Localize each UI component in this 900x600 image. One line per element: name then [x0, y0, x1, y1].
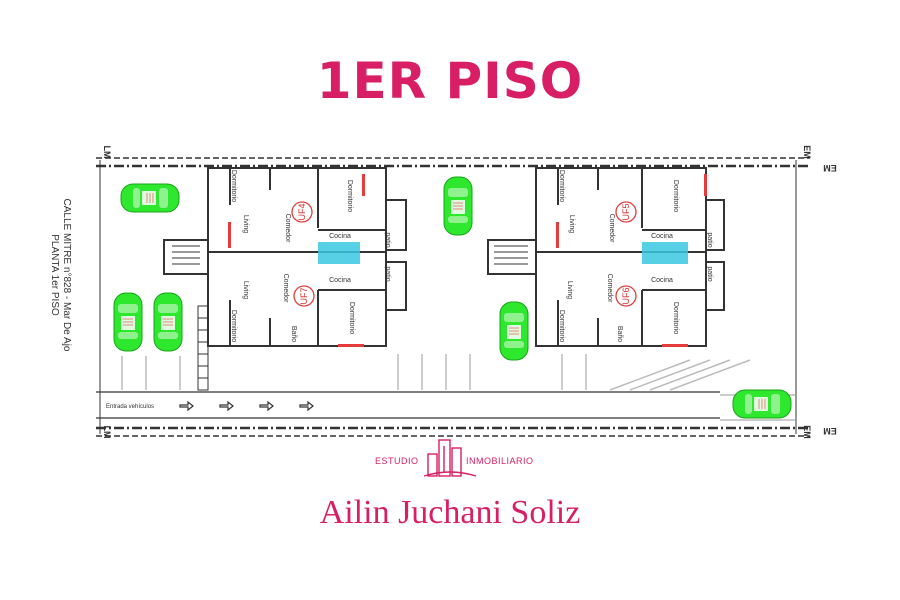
room-label: Dormitorio [230, 310, 237, 342]
em-mark: EM [823, 426, 837, 436]
room-label: Living [568, 215, 575, 233]
lot-lines [96, 157, 810, 437]
room-label: Dormitorio [230, 170, 237, 202]
em-mark: EM [802, 145, 812, 159]
room-label: Dormitorio [672, 180, 679, 212]
page-title: 1ER PISO [316, 52, 584, 110]
lm-mark: LM [102, 426, 112, 439]
room-label: patio [706, 232, 713, 247]
lm-mark: LM [102, 146, 112, 159]
parking-stripes [121, 354, 795, 421]
room-label: Living [566, 281, 573, 299]
em-mark: EM [802, 425, 812, 439]
room-label: Comedor [284, 214, 291, 243]
room-label: Cocina [329, 233, 351, 240]
room-label: patio [384, 232, 391, 247]
room-label: patio [706, 266, 713, 281]
unit-label: UF7 [299, 287, 309, 304]
stair-steps [197, 305, 209, 391]
room-label: Baño [290, 326, 297, 342]
street-caption: PLANTA 1er PISO [49, 234, 60, 316]
entrance-label: Entrada vehículos [106, 404, 154, 410]
brand-name: Ailin Juchani Soliz [319, 494, 581, 531]
street-caption: CALLE MITRE n°828 - Mar De Ajo [61, 199, 72, 352]
room-label: Baño [616, 326, 623, 342]
room-label: Cocina [651, 277, 673, 284]
building-left [163, 167, 407, 347]
entrance-arrows [179, 400, 314, 412]
room-label: Living [242, 281, 249, 299]
car-icon [120, 183, 180, 213]
unit-label: UF4 [297, 203, 307, 220]
room-label: Dormitorio [348, 302, 355, 334]
room-label: Comedor [282, 274, 289, 303]
car-icon [153, 292, 183, 352]
room-label: Dormitorio [672, 302, 679, 334]
unit-label: UF6 [621, 287, 631, 304]
car-icon [732, 389, 792, 419]
em-mark: EM [823, 163, 837, 173]
car-icon [499, 301, 529, 361]
room-label: Living [242, 215, 249, 233]
room-label: patio [384, 266, 391, 281]
brand-left-word: ESTUDIO [375, 456, 419, 466]
room-label: Cocina [651, 233, 673, 240]
room-label: Comedor [606, 274, 613, 303]
room-label: Cocina [329, 277, 351, 284]
room-label: Dormitorio [558, 310, 565, 342]
unit-label: UF5 [621, 203, 631, 220]
car-icon [443, 176, 473, 236]
room-label: Comedor [608, 214, 615, 243]
car-icon [113, 292, 143, 352]
room-label: Dormitorio [558, 170, 565, 202]
building-logo-icon [423, 439, 477, 477]
room-label: Dormitorio [346, 180, 353, 212]
brand-right-word: INMOBILIARIO [466, 456, 534, 466]
